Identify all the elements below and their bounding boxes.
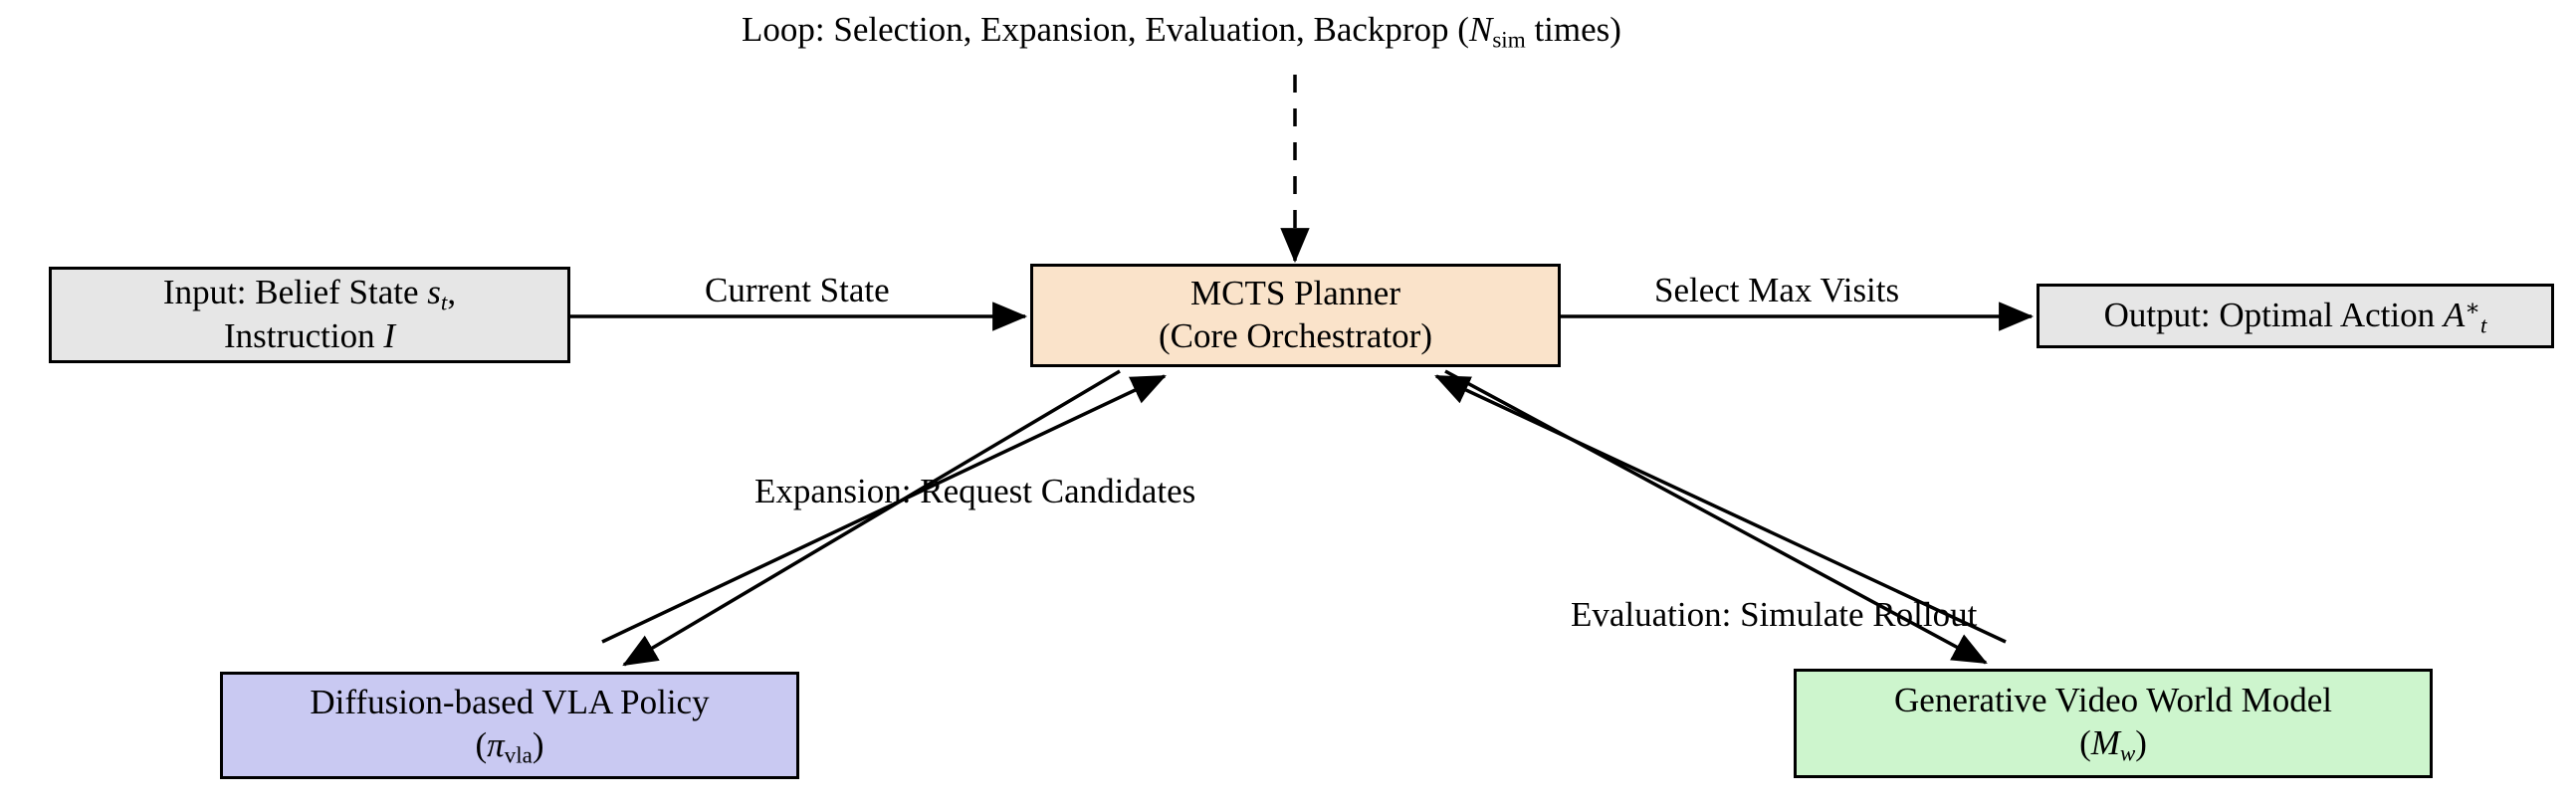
- edge-label-expansion: Expansion: Request Candidates: [754, 472, 1196, 510]
- input-var-instruction: I: [383, 316, 396, 356]
- vla-paren-close: ): [532, 725, 544, 765]
- mcts-line-1: MCTS Planner: [1190, 274, 1400, 313]
- input-text-pre: Input: Belief State: [162, 272, 428, 311]
- world-line-1: Generative Video World Model: [1894, 681, 2332, 720]
- world-line-2: (Mw): [2079, 722, 2147, 767]
- output-text-pre: Output: Optimal Action: [2103, 295, 2444, 334]
- vla-line-1: Diffusion-based VLA Policy: [310, 683, 710, 722]
- output-var-action-sup: ∗: [2465, 294, 2480, 320]
- input-var-state-sub: t: [440, 289, 448, 315]
- loop-label-sub: sim: [1492, 26, 1526, 53]
- input-var-state: s: [427, 272, 441, 311]
- vla-var-pi: π: [487, 725, 505, 765]
- node-mcts-planner[interactable]: MCTS Planner (Core Orchestrator): [1030, 264, 1561, 367]
- input-text-post: ,: [447, 272, 457, 311]
- edge-label-loop: Loop: Selection, Expansion, Evaluation, …: [742, 10, 1621, 53]
- world-paren-close: ): [2135, 723, 2147, 763]
- output-line-1: Output: Optimal Action A∗t: [2104, 294, 2487, 339]
- world-var-m-sub: w: [2119, 739, 2136, 766]
- edge-mcts-to-vla: [622, 369, 1121, 667]
- input-line-1: Input: Belief State st,: [163, 272, 456, 316]
- loop-label-pre: Loop: Selection, Expansion, Evaluation, …: [742, 10, 1469, 49]
- node-generative-video-world-model[interactable]: Generative Video World Model (Mw): [1794, 669, 2433, 778]
- edge-label-current-state: Current State: [705, 271, 890, 309]
- mcts-line-2: (Core Orchestrator): [1158, 316, 1432, 355]
- node-output-optimal-action[interactable]: Output: Optimal Action A∗t: [2037, 284, 2554, 348]
- loop-label-var: N: [1468, 10, 1493, 49]
- output-var-action: A: [2443, 295, 2466, 334]
- vla-paren-open: (: [475, 725, 488, 765]
- output-var-action-sub: t: [2479, 311, 2487, 338]
- edge-label-select-max-visits: Select Max Visits: [1654, 271, 1900, 309]
- vla-var-pi-sub: vla: [504, 741, 533, 768]
- vla-line-2: (πvla): [475, 724, 543, 769]
- input-text-instruction: Instruction: [223, 316, 384, 356]
- world-paren-open: (: [2079, 723, 2091, 763]
- edge-label-evaluation: Evaluation: Simulate Rollout: [1571, 595, 1978, 634]
- node-input-belief-state[interactable]: Input: Belief State st, Instruction I: [49, 267, 570, 363]
- input-line-2: Instruction I: [224, 315, 395, 358]
- node-diffusion-vla-policy[interactable]: Diffusion-based VLA Policy (πvla): [220, 672, 799, 779]
- loop-label-post: times): [1525, 10, 1621, 49]
- world-var-m: M: [2090, 723, 2120, 763]
